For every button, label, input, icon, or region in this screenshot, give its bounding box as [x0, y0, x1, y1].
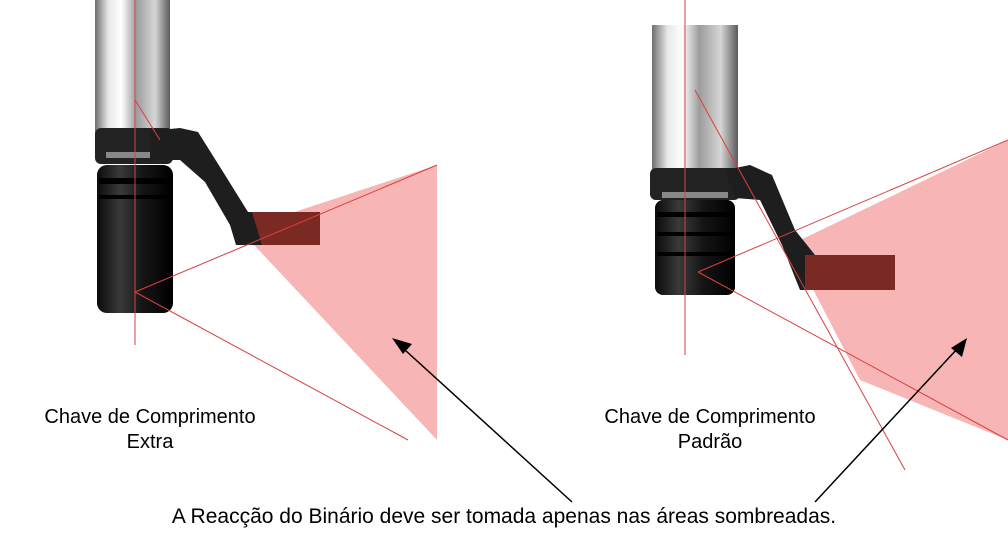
right-shaded-reaction-area [790, 140, 1008, 440]
left-tool-label: Chave de Comprimento Extra [0, 405, 300, 455]
right-tool-illustration [650, 0, 1008, 471]
caption: A Reacção do Binário deve ser tomada ape… [171, 505, 837, 528]
left-tool-label-line1: Chave de Comprimento [44, 406, 256, 428]
pointer-arrows [392, 338, 967, 503]
right-guide-line-1 [697, 139, 1008, 273]
left-chrome-shaft [95, 0, 170, 135]
right-arrow [814, 347, 959, 503]
right-arrowhead [951, 338, 967, 357]
right-reaction-arm-tip [805, 255, 895, 290]
left-tool-illustration [95, 0, 438, 441]
right-socket-body [655, 200, 735, 295]
right-tool-label-line1: Chave de Comprimento [604, 406, 816, 428]
right-chrome-shaft [652, 25, 738, 175]
right-guide-line-2 [697, 271, 1008, 441]
left-arrowhead [392, 338, 412, 354]
right-tool-label: Chave de Comprimento Padrão [560, 405, 860, 455]
left-tool-label-line2: Extra [126, 431, 174, 453]
left-arrow [404, 349, 573, 503]
left-guide-line-1 [134, 164, 438, 293]
left-guide-line-2 [134, 291, 409, 441]
right-guide-line-3 [694, 89, 906, 471]
left-guide-line-3 [134, 99, 161, 141]
right-tool-label-line2: Padrão [677, 431, 743, 453]
